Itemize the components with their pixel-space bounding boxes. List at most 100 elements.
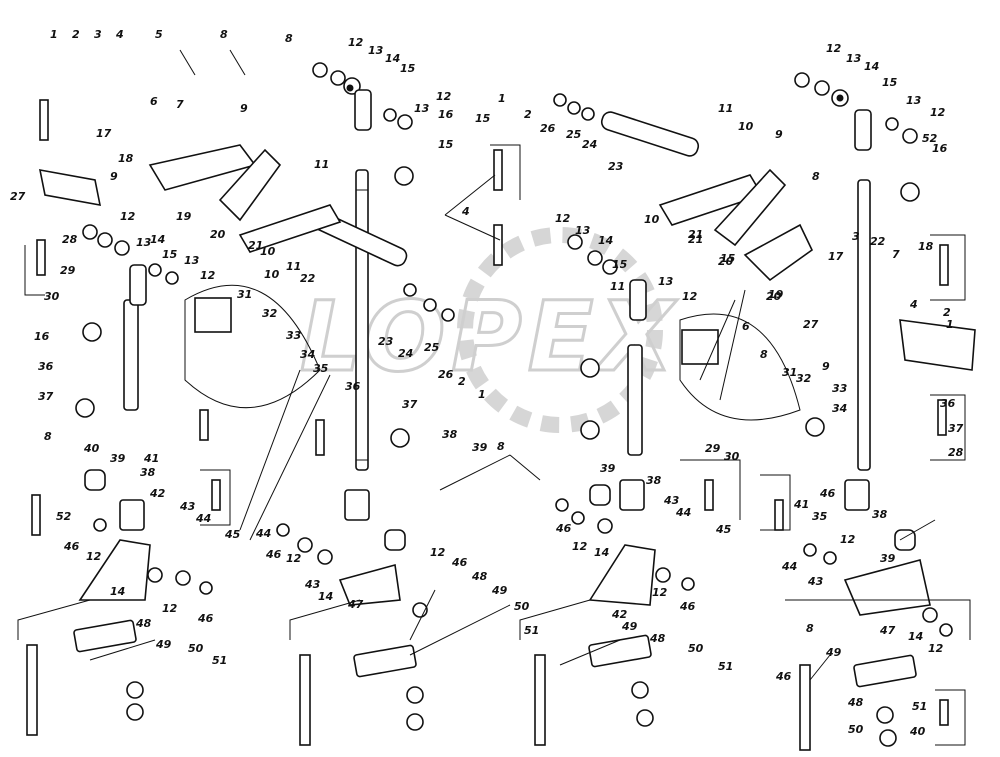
pin-49-b bbox=[299, 654, 311, 746]
callout-label-9: 9 bbox=[110, 170, 118, 183]
lever-20-right bbox=[713, 168, 787, 247]
callout-label-14: 14 bbox=[150, 233, 165, 246]
pin-49-a bbox=[26, 644, 38, 736]
callout-label-12: 12 bbox=[928, 642, 944, 655]
callout-label-10: 10 bbox=[260, 245, 276, 258]
callout-label-10: 10 bbox=[644, 213, 660, 226]
callout-label-13: 13 bbox=[368, 44, 384, 57]
callout-label-12: 12 bbox=[162, 602, 178, 615]
callout-label-12: 12 bbox=[200, 269, 216, 282]
callout-label-1: 1 bbox=[50, 28, 58, 41]
callout-label-49: 49 bbox=[155, 638, 172, 651]
rod-36-mid bbox=[627, 344, 643, 456]
callout-label-12: 12 bbox=[840, 533, 856, 546]
callout-label-7: 7 bbox=[176, 98, 184, 111]
callout-label-8: 8 bbox=[806, 622, 814, 635]
lever-20-left bbox=[218, 148, 282, 222]
callout-label-13: 13 bbox=[136, 236, 152, 249]
callout-label-2: 2 bbox=[524, 108, 532, 121]
callout-label-15: 15 bbox=[162, 248, 178, 261]
callout-label-9: 9 bbox=[822, 360, 830, 373]
callout-label-12: 12 bbox=[348, 36, 364, 49]
callout-label-43: 43 bbox=[807, 575, 824, 588]
callout-label-44: 44 bbox=[781, 560, 797, 573]
callout-label-15: 15 bbox=[475, 112, 491, 125]
callout-label-26: 26 bbox=[540, 122, 556, 135]
hub-27-right bbox=[899, 319, 976, 371]
callout-label-31: 31 bbox=[237, 288, 252, 301]
plate-48-a bbox=[73, 619, 137, 653]
callout-label-12: 12 bbox=[652, 586, 668, 599]
callout-label-37: 37 bbox=[948, 422, 964, 435]
callout-label-24: 24 bbox=[582, 138, 597, 151]
callout-label-3: 3 bbox=[94, 28, 102, 41]
rod-36-left bbox=[123, 299, 139, 411]
callout-label-48: 48 bbox=[847, 696, 864, 709]
callout-label-38: 38 bbox=[140, 466, 156, 479]
shafts bbox=[123, 111, 871, 471]
callout-label-44: 44 bbox=[675, 506, 691, 519]
callout-label-16: 16 bbox=[932, 142, 948, 155]
callout-label-16: 16 bbox=[438, 108, 454, 121]
callout-label-38: 38 bbox=[872, 508, 888, 521]
callout-label-1: 1 bbox=[478, 388, 486, 401]
callout-label-15: 15 bbox=[612, 258, 628, 271]
callout-label-20: 20 bbox=[210, 228, 226, 241]
levers bbox=[38, 144, 976, 688]
callout-label-47: 47 bbox=[879, 624, 896, 637]
callout-label-21: 21 bbox=[688, 228, 703, 241]
callout-label-51: 51 bbox=[718, 660, 733, 673]
callout-label-8: 8 bbox=[220, 28, 228, 41]
callout-label-28: 28 bbox=[948, 446, 964, 459]
callout-label-13: 13 bbox=[906, 94, 922, 107]
callout-label-5: 5 bbox=[155, 28, 163, 41]
callout-label-44: 44 bbox=[195, 512, 211, 525]
callout-label-20: 20 bbox=[766, 290, 782, 303]
callout-label-50: 50 bbox=[688, 642, 704, 655]
callout-label-39: 39 bbox=[472, 441, 488, 454]
callout-label-22: 22 bbox=[870, 235, 886, 248]
callout-label-12: 12 bbox=[555, 212, 571, 225]
callout-label-46: 46 bbox=[775, 670, 792, 683]
callout-label-12: 12 bbox=[120, 210, 136, 223]
plate-48-d bbox=[853, 654, 917, 688]
callout-label-36: 36 bbox=[345, 380, 361, 393]
hub-27-left bbox=[38, 169, 102, 206]
callout-label-47: 47 bbox=[347, 598, 364, 611]
callout-label-4: 4 bbox=[115, 28, 124, 41]
plate-48-b bbox=[353, 644, 417, 678]
block-31-right bbox=[681, 329, 719, 365]
callout-label-19: 19 bbox=[768, 288, 784, 301]
callout-label-43: 43 bbox=[304, 578, 321, 591]
bracket-47-right bbox=[843, 559, 931, 616]
callout-label-49: 49 bbox=[621, 620, 638, 633]
callout-label-48: 48 bbox=[135, 617, 152, 630]
callout-label-9: 9 bbox=[240, 102, 248, 115]
callout-label-35: 35 bbox=[812, 510, 828, 523]
callout-label-23: 23 bbox=[378, 335, 394, 348]
callout-label-33: 33 bbox=[286, 329, 302, 342]
callout-label-1: 1 bbox=[946, 318, 954, 331]
callout-label-21: 21 bbox=[688, 233, 703, 246]
callout-label-19: 19 bbox=[176, 210, 192, 223]
callout-label-27: 27 bbox=[803, 318, 819, 331]
callout-label-12: 12 bbox=[286, 552, 302, 565]
callout-label-26: 26 bbox=[438, 368, 454, 381]
callout-label-46: 46 bbox=[451, 556, 468, 569]
callout-label-38: 38 bbox=[646, 474, 662, 487]
callout-label-50: 50 bbox=[514, 600, 530, 613]
shaft-36-center bbox=[355, 169, 369, 471]
callout-label-46: 46 bbox=[265, 548, 282, 561]
callout-label-8: 8 bbox=[285, 32, 293, 45]
callout-label-12: 12 bbox=[682, 290, 698, 303]
callout-label-13: 13 bbox=[846, 52, 862, 65]
callout-label-44: 44 bbox=[255, 527, 271, 540]
callout-label-21: 21 bbox=[248, 239, 263, 252]
callout-label-7: 7 bbox=[892, 248, 900, 261]
callout-label-2: 2 bbox=[943, 306, 951, 319]
callout-label-23: 23 bbox=[608, 160, 624, 173]
callout-label-15: 15 bbox=[438, 138, 454, 151]
